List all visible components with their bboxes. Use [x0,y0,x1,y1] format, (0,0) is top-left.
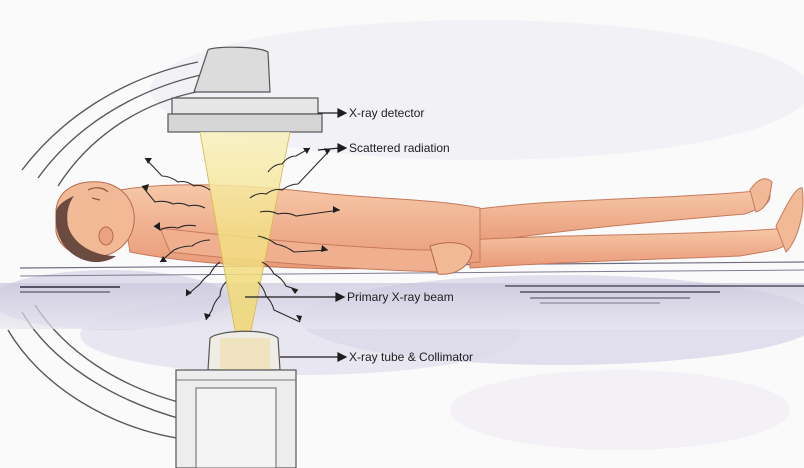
patient [56,179,803,275]
label-primary-beam: Primary X-ray beam [347,290,454,304]
label-scattered-radiation: Scattered radiation [349,141,450,155]
label-xray-detector: X-ray detector [349,106,424,120]
label-xray-tube-collimator: X-ray tube & Collimator [349,350,473,364]
